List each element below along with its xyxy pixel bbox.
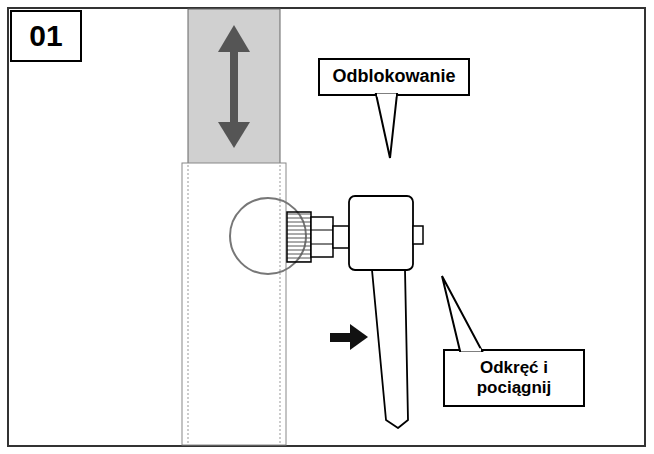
- threaded-stud: [287, 212, 311, 262]
- hidden-edge: [188, 165, 189, 445]
- sliding-tube: [188, 9, 280, 164]
- hidden-edge: [280, 165, 281, 445]
- neck: [333, 226, 349, 248]
- lever-hub: [349, 196, 413, 270]
- callout-bubble: Odkręć i pociągnij: [443, 349, 585, 407]
- outer-tube: [182, 163, 286, 445]
- lever-handle: [372, 270, 408, 428]
- callout-tail: [442, 276, 482, 351]
- callout-bubble: Odblokowanie: [318, 58, 470, 96]
- double-arrow: [218, 25, 250, 148]
- panel-frame: [8, 8, 645, 446]
- callout-tail: [376, 94, 397, 158]
- node-text: Odblokowanie: [332, 66, 455, 88]
- node-text: Odkręć i pociągnij: [445, 358, 583, 399]
- screw-tip: [413, 226, 423, 244]
- step-number: 01: [10, 10, 82, 62]
- node-text: 01: [29, 18, 62, 54]
- nut: [311, 217, 333, 257]
- pull-arrow: [330, 324, 368, 350]
